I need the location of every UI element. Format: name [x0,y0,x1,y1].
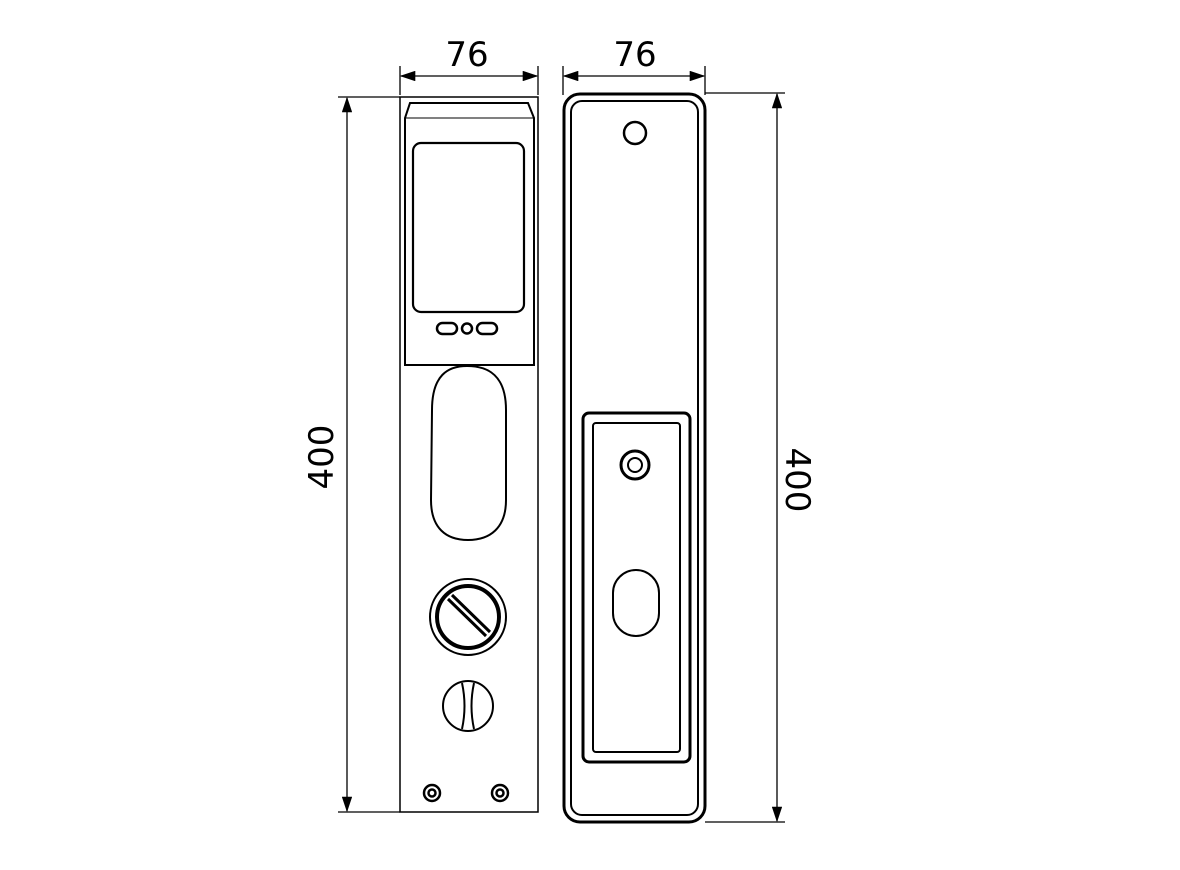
spindle-slot [612,569,660,637]
back-panel-outline [562,92,707,824]
back-plate-inner [592,422,681,753]
back-width-dimension: 76 [562,35,706,95]
back-height-dimension: 400 [705,92,817,823]
thumb-knob-icon [619,449,651,481]
front-height-label: 400 [302,425,342,490]
sensor-buttons [435,321,499,336]
back-width-label: 76 [613,35,656,75]
display-screen [411,141,526,314]
back-panel-inner [570,100,699,816]
key-cylinder-icon [429,578,507,656]
front-width-dimension: 76 [399,35,539,95]
back-height-label: 400 [777,448,817,513]
door-handle [429,364,507,542]
mounting-hole-icon [622,120,648,146]
front-height-dimension: 400 [302,96,400,813]
front-panel-outline [399,96,539,813]
front-width-label: 76 [445,35,488,75]
back-view: 76 400 [562,35,817,824]
back-plate [581,411,692,764]
mounting-screw-icon [422,783,510,803]
front-view: 76 400 [302,35,539,813]
thumb-turn-icon [442,680,494,732]
